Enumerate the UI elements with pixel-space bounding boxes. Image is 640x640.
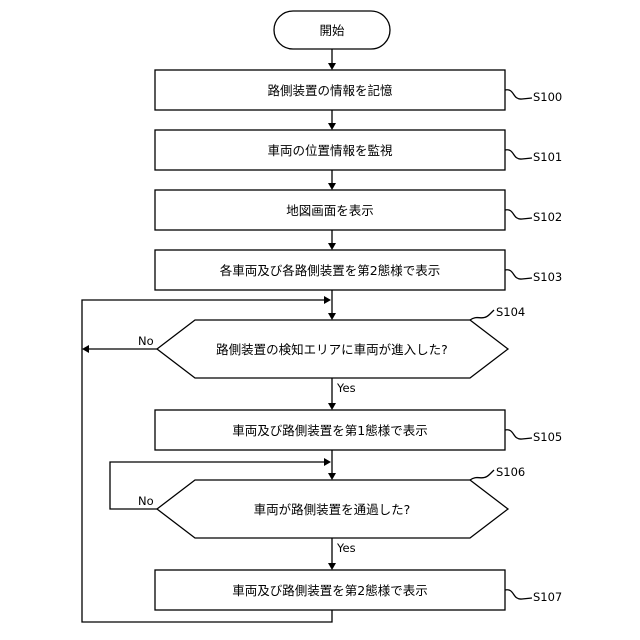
leader-s104: [470, 310, 494, 320]
start-label: 開始: [319, 23, 345, 38]
arrowhead-s101: [328, 123, 336, 130]
arrowhead-s104-no: [82, 345, 89, 353]
decision-text-s104: 路側装置の検知エリアに車両が進入した?: [216, 342, 448, 357]
leader-s103: [505, 270, 532, 279]
process-text-s107: 車両及び路側装置を第2態様で表示: [232, 583, 427, 598]
step-id-s100: S100: [533, 90, 562, 104]
branch-label-s104-no: No: [138, 334, 154, 348]
step-id-s105: S105: [533, 430, 562, 444]
process-text-s105: 車両及び路側装置を第1態様で表示: [232, 423, 427, 438]
step-id-s103: S103: [533, 270, 562, 284]
process-text-s102: 地図画面を表示: [286, 203, 374, 218]
arrowhead-s102: [328, 183, 336, 190]
arrowhead-s100: [328, 63, 336, 70]
step-id-s106: S106: [496, 465, 525, 479]
arrowhead-s106: [328, 473, 336, 480]
leader-s105: [505, 430, 532, 439]
step-id-s102: S102: [533, 210, 562, 224]
leader-s100: [505, 90, 532, 99]
branch-label-s104-yes: Yes: [336, 381, 356, 395]
leader-s106: [470, 470, 494, 480]
process-text-s100: 路側装置の情報を記憶: [267, 83, 393, 98]
arrowhead-loop-s106: [324, 458, 331, 466]
process-text-s103: 各車両及び各路側装置を第2態様で表示: [220, 263, 440, 278]
arrowhead-s105: [328, 403, 336, 410]
leader-s101: [505, 150, 532, 159]
branch-label-s106-no: No: [138, 494, 154, 508]
step-id-s107: S107: [533, 590, 562, 604]
process-text-s101: 車両の位置情報を監視: [267, 143, 393, 158]
leader-s107: [505, 590, 532, 599]
decision-text-s106: 車両が路側装置を通過した?: [254, 502, 411, 517]
step-id-s104: S104: [496, 305, 525, 319]
arrowhead-s104: [328, 313, 336, 320]
arrowhead-s107: [328, 563, 336, 570]
step-id-s101: S101: [533, 150, 562, 164]
arrowhead-s103: [328, 243, 336, 250]
leader-s102: [505, 210, 532, 219]
arrowhead-loop-s104: [324, 296, 331, 304]
branch-label-s106-yes: Yes: [336, 541, 356, 555]
